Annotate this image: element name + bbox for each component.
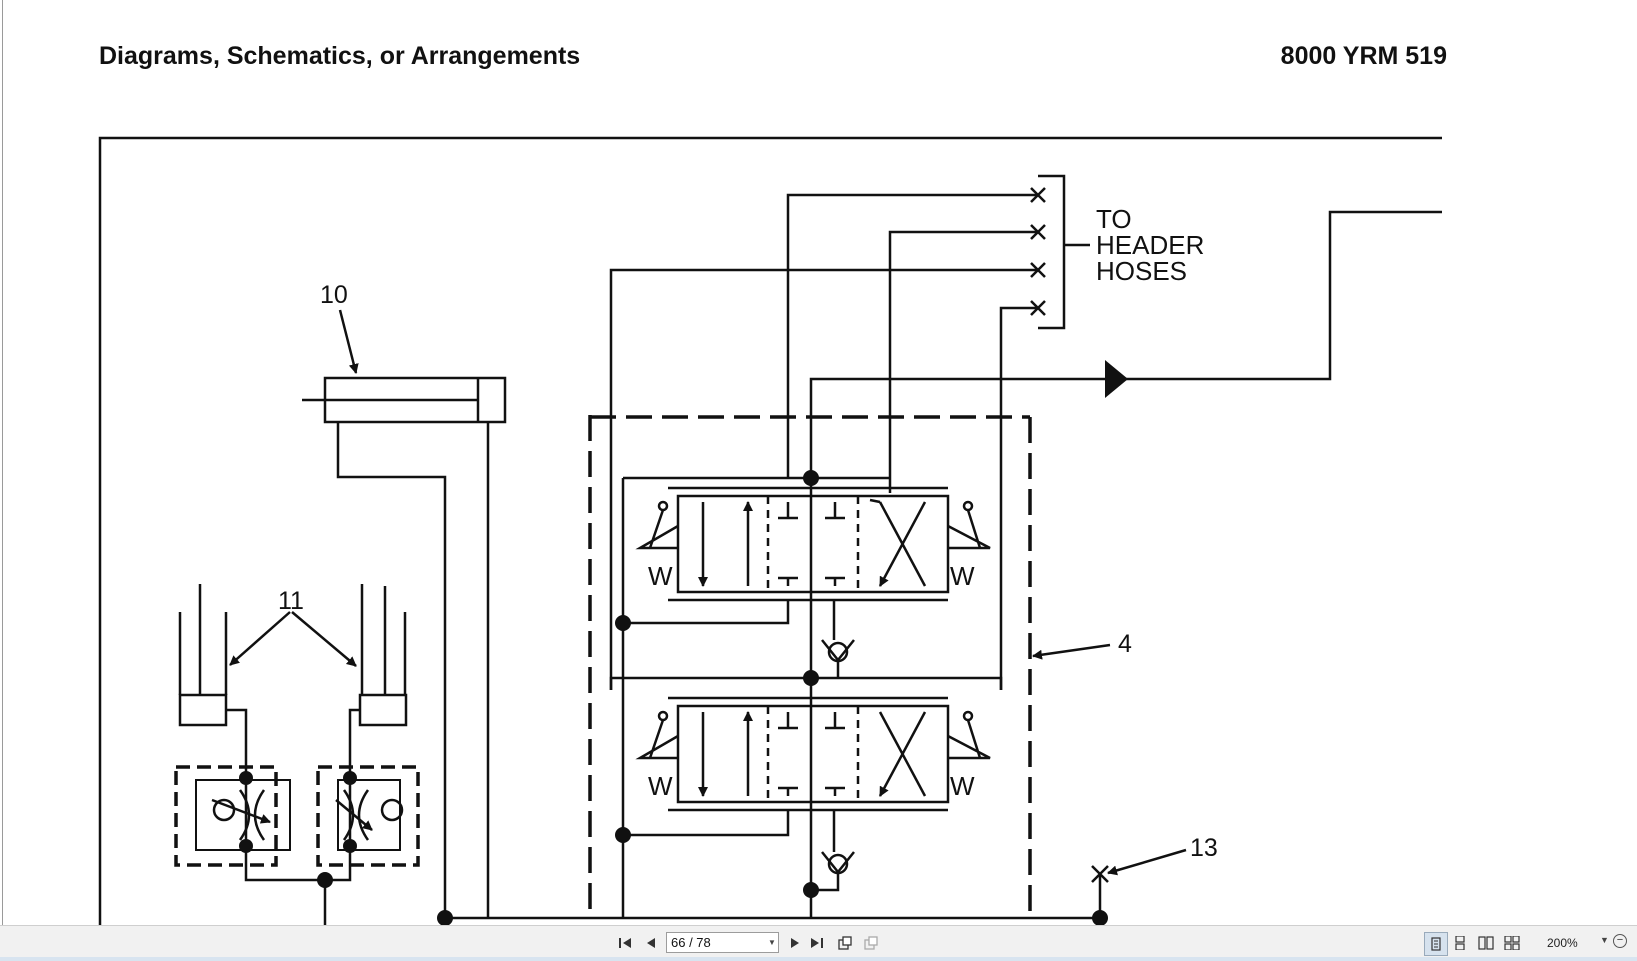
spring-label-2-right: W	[950, 771, 975, 801]
cylinder-11-right	[360, 584, 407, 695]
spring-label-2-left: W	[648, 771, 673, 801]
cylinder-10-line-a	[336, 422, 447, 918]
rotate-icon	[838, 936, 852, 950]
viewer-toolbar: 66 / 78 ▼	[0, 925, 1637, 961]
zoom-out-icon[interactable]: −	[1613, 934, 1627, 948]
callout-13: 13	[1190, 834, 1218, 862]
continuous-view-button[interactable]	[1449, 932, 1471, 954]
continuous-icon	[1455, 936, 1465, 950]
continuous-facing-view-button[interactable]	[1501, 932, 1523, 954]
valve-1-detent-left	[635, 524, 679, 550]
spool-valve-2	[676, 704, 950, 804]
hose-line-3	[609, 268, 1038, 690]
cylinder-11-left	[178, 584, 228, 695]
rotate-button[interactable]	[834, 932, 856, 954]
spring-label-1-left: W	[648, 561, 673, 591]
document-number: 8000 YRM 519	[1280, 42, 1447, 70]
facing-icon	[1478, 936, 1494, 950]
previous-page-button[interactable]	[640, 932, 662, 954]
previous-page-icon	[647, 938, 655, 948]
diagram-frame	[98, 136, 1442, 925]
zoom-dropdown-icon[interactable]: ▼	[1600, 935, 1609, 945]
valve-1-detent-right	[947, 524, 991, 550]
page-heading: Diagrams, Schematics, or Arrangements	[99, 42, 581, 70]
single-page-icon	[1431, 937, 1441, 951]
valve-2-detent-left	[635, 734, 679, 760]
zoom-level[interactable]: 200%	[1547, 936, 1578, 950]
continuous-facing-icon	[1504, 936, 1520, 950]
header-label-line-2: HEADER	[1096, 230, 1204, 260]
document-page: Diagrams, Schematics, or Arrangements 80…	[2, 0, 1447, 925]
header-label-line-1: TO	[1096, 204, 1132, 234]
header-label-line-3: HOSES	[1096, 256, 1187, 286]
pressure-line	[809, 210, 1442, 478]
callout-4: 4	[1118, 630, 1132, 658]
hose-line-4	[999, 306, 1038, 690]
copy-button[interactable]	[860, 932, 882, 954]
callout-10: 10	[320, 281, 348, 309]
first-page-icon	[619, 938, 631, 948]
copy-icon	[864, 936, 878, 950]
page-left-edge	[2, 0, 3, 925]
page-number-field[interactable]: 66 / 78 ▼	[666, 932, 779, 953]
spring-label-1-right: W	[950, 561, 975, 591]
last-page-button[interactable]	[806, 932, 828, 954]
toolbar-bottom-strip	[0, 957, 1637, 961]
callout-11: 11	[278, 587, 304, 615]
spool-valve-1	[676, 494, 950, 594]
header-bracket	[1038, 174, 1066, 330]
valve-2-detent-right	[947, 734, 991, 760]
flow-control-right	[316, 765, 420, 867]
single-page-view-button[interactable]	[1424, 932, 1448, 956]
flow-direction-marker	[1105, 360, 1128, 398]
next-page-icon	[791, 938, 799, 948]
hose-line-2	[888, 230, 1038, 493]
hose-line-1	[786, 193, 1038, 478]
page-indicator: 66 / 78	[671, 935, 711, 950]
first-page-button[interactable]	[614, 932, 636, 954]
facing-view-button[interactable]	[1475, 932, 1497, 954]
chevron-down-icon[interactable]: ▼	[768, 938, 776, 947]
hydraulic-schematic: 10 11 4 13 TO HEADER HOSES W W W W	[98, 136, 1442, 925]
next-page-button[interactable]	[784, 932, 806, 954]
flow-control-left	[174, 765, 278, 867]
last-page-icon	[811, 938, 823, 948]
